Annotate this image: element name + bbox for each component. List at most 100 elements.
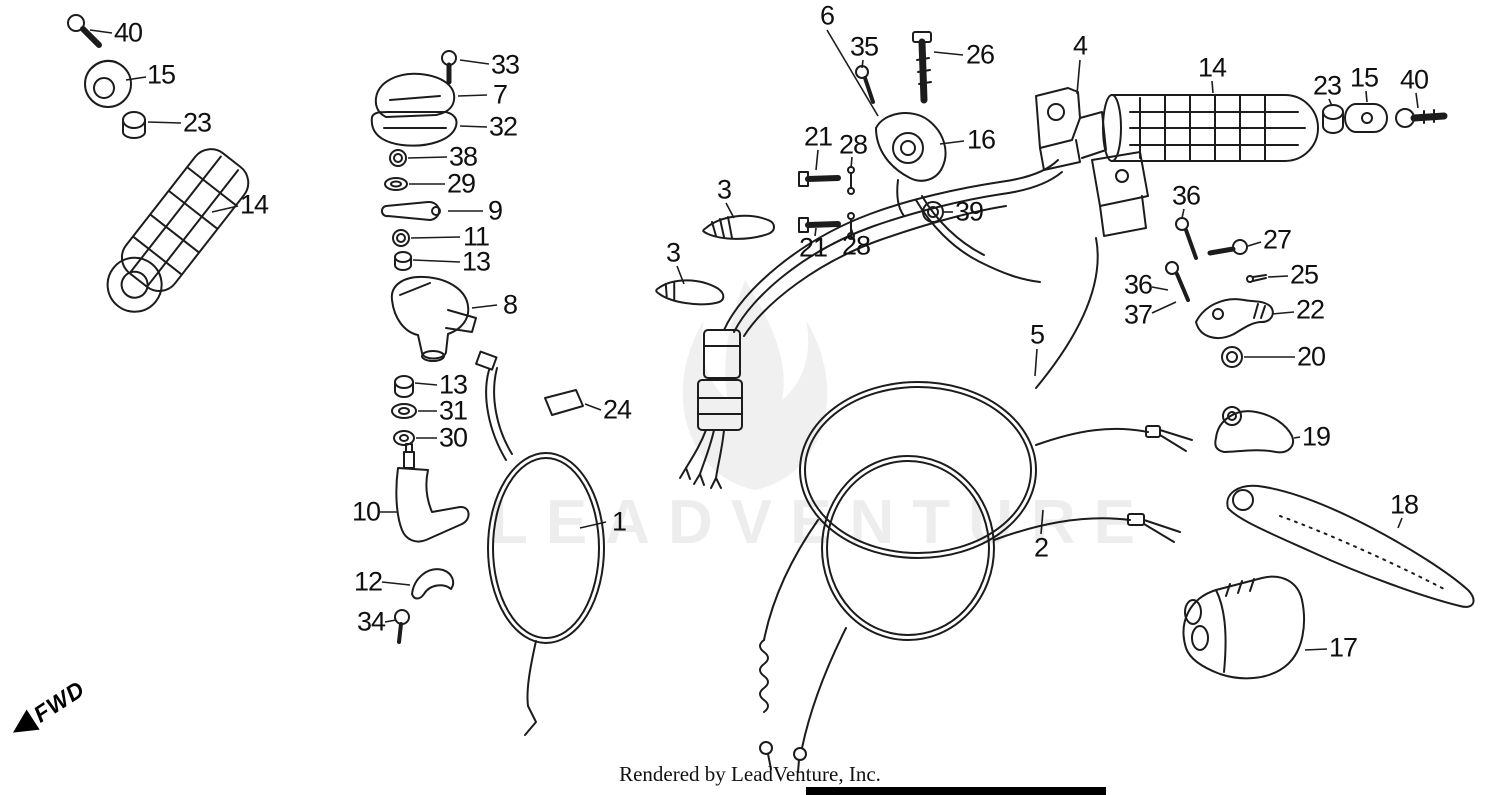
callout-12[interactable]: 12 bbox=[353, 566, 383, 597]
callout-20[interactable]: 20 bbox=[1296, 341, 1326, 372]
callout-11[interactable]: 11 bbox=[462, 221, 490, 252]
bolt-21-upper bbox=[798, 171, 841, 187]
switch-housing-8 bbox=[390, 275, 477, 362]
callout-25[interactable]: 25 bbox=[1289, 259, 1319, 290]
throttle-housing-7-32 bbox=[370, 72, 458, 147]
lever-3-lower bbox=[655, 279, 725, 306]
callout-3[interactable]: 3 bbox=[665, 237, 681, 268]
screw-33 bbox=[441, 50, 457, 85]
callout-17[interactable]: 17 bbox=[1328, 632, 1358, 663]
switch-housing-4 bbox=[1035, 87, 1149, 237]
cable-2 bbox=[793, 455, 1181, 773]
watermark-text: LEADVENTURE bbox=[490, 488, 1154, 557]
callout-29[interactable]: 29 bbox=[446, 168, 476, 199]
callout-32[interactable]: 32 bbox=[488, 111, 518, 142]
watermark-logo bbox=[682, 280, 828, 490]
callout-10[interactable]: 10 bbox=[351, 496, 381, 527]
grip-14-right bbox=[1102, 94, 1319, 162]
callout-7[interactable]: 7 bbox=[492, 79, 508, 110]
screw-36-lower bbox=[1165, 261, 1190, 302]
clamp-12 bbox=[411, 568, 455, 600]
cable-5 bbox=[759, 237, 1193, 770]
bolt-40-left bbox=[67, 14, 102, 48]
nut-11 bbox=[392, 229, 410, 247]
callout-1[interactable]: 1 bbox=[611, 506, 627, 537]
callout-3[interactable]: 3 bbox=[716, 174, 732, 205]
callout-14[interactable]: 14 bbox=[1197, 52, 1227, 83]
nut-20 bbox=[1221, 346, 1243, 368]
callout-23[interactable]: 23 bbox=[1312, 70, 1342, 101]
washer-31 bbox=[391, 403, 417, 419]
lever-cover-17 bbox=[1182, 575, 1305, 680]
cushion-24 bbox=[544, 389, 584, 416]
brake-lever-18 bbox=[1226, 484, 1475, 608]
callout-18[interactable]: 18 bbox=[1389, 489, 1419, 520]
callout-24[interactable]: 24 bbox=[602, 394, 632, 425]
callout-26[interactable]: 26 bbox=[965, 39, 995, 70]
bolt-40-right bbox=[1395, 108, 1448, 128]
bushing-23-right bbox=[1322, 104, 1344, 134]
callout-33[interactable]: 33 bbox=[490, 49, 520, 80]
bolt-26 bbox=[912, 31, 932, 104]
nut-38 bbox=[389, 149, 407, 167]
callout-13[interactable]: 13 bbox=[461, 246, 491, 277]
callout-19[interactable]: 19 bbox=[1301, 421, 1331, 452]
bolt-21-lower bbox=[798, 217, 841, 233]
callout-8[interactable]: 8 bbox=[502, 289, 518, 320]
callout-37[interactable]: 37 bbox=[1123, 299, 1153, 330]
callout-4[interactable]: 4 bbox=[1072, 30, 1088, 61]
pin-28-upper bbox=[847, 166, 855, 195]
callout-14[interactable]: 14 bbox=[239, 189, 269, 220]
callout-34[interactable]: 34 bbox=[356, 606, 386, 637]
footer-bar bbox=[806, 787, 1106, 795]
footer-credit: Rendered by LeadVenture, Inc. bbox=[619, 762, 881, 786]
callout-2[interactable]: 2 bbox=[1033, 532, 1049, 563]
connector-block bbox=[679, 329, 743, 489]
callout-15[interactable]: 15 bbox=[1349, 62, 1379, 93]
callout-40[interactable]: 40 bbox=[1399, 64, 1429, 95]
callout-28[interactable]: 28 bbox=[838, 129, 868, 160]
callout-6[interactable]: 6 bbox=[819, 0, 835, 31]
callout-40[interactable]: 40 bbox=[113, 17, 143, 48]
arm-9 bbox=[380, 200, 441, 221]
callout-39[interactable]: 39 bbox=[954, 196, 984, 227]
callout-38[interactable]: 38 bbox=[448, 141, 478, 172]
callout-30[interactable]: 30 bbox=[438, 422, 468, 453]
wire-harness bbox=[723, 159, 1063, 337]
callout-36[interactable]: 36 bbox=[1123, 269, 1153, 300]
callout-16[interactable]: 16 bbox=[966, 124, 996, 155]
pin-25 bbox=[1246, 274, 1267, 283]
lever-perch-19 bbox=[1214, 406, 1294, 454]
screw-34 bbox=[394, 609, 410, 644]
throttle-cable-1 bbox=[475, 350, 605, 736]
rod-10 bbox=[395, 443, 470, 543]
callout-21[interactable]: 21 bbox=[803, 121, 833, 152]
callout-15[interactable]: 15 bbox=[146, 59, 176, 90]
callout-36[interactable]: 36 bbox=[1171, 180, 1201, 211]
lever-perch-16 bbox=[875, 112, 947, 217]
bushing-13-upper bbox=[394, 251, 412, 271]
callout-22[interactable]: 22 bbox=[1295, 294, 1325, 325]
callout-27[interactable]: 27 bbox=[1262, 224, 1292, 255]
lever-3-upper bbox=[702, 214, 775, 240]
callout-5[interactable]: 5 bbox=[1029, 319, 1045, 350]
callout-35[interactable]: 35 bbox=[849, 31, 879, 62]
bracket-22 bbox=[1195, 298, 1274, 339]
callout-23[interactable]: 23 bbox=[182, 107, 212, 138]
nut-30 bbox=[393, 430, 415, 446]
bushing-13-lower bbox=[394, 375, 414, 398]
washer-29 bbox=[384, 177, 408, 191]
callout-13[interactable]: 13 bbox=[438, 369, 468, 400]
grip-14-left bbox=[106, 148, 250, 313]
callout-9[interactable]: 9 bbox=[487, 195, 503, 226]
cap-15-left bbox=[84, 59, 132, 108]
cap-15-right bbox=[1344, 103, 1388, 133]
bushing-23-left bbox=[122, 111, 146, 139]
callout-21[interactable]: 21 bbox=[798, 232, 828, 263]
callout-28[interactable]: 28 bbox=[841, 230, 871, 261]
callout-31[interactable]: 31 bbox=[438, 395, 468, 426]
